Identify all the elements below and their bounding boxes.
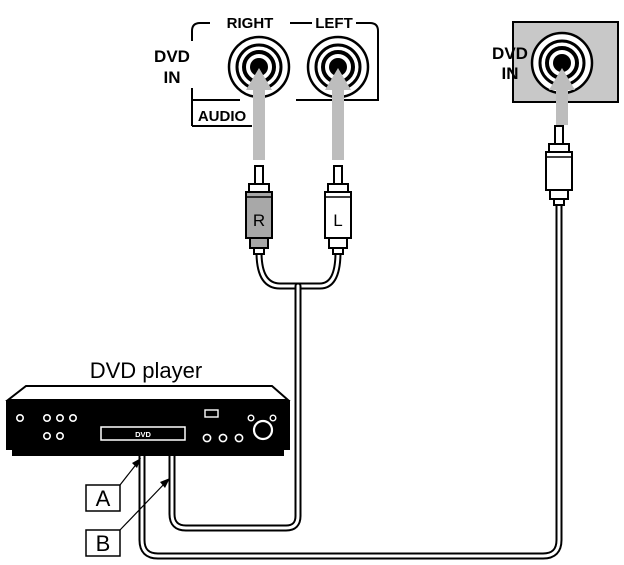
player-display-window: [204, 409, 219, 418]
video-cable: [138, 200, 563, 560]
left-channel-label: LEFT: [315, 15, 353, 32]
dvd-player: DVD: [5, 385, 291, 456]
disc-tray-logo: DVD: [135, 430, 151, 439]
insert-arrow-video: [549, 68, 575, 125]
audio-dvd-in-label-line2: IN: [164, 68, 181, 87]
right-audio-plug[interactable]: R: [245, 165, 273, 255]
left-plug-letter: L: [333, 211, 342, 230]
audio-cable: [168, 248, 342, 532]
callout-b-label: B: [96, 531, 111, 556]
right-plug-letter: R: [253, 211, 265, 230]
callout-b: B: [85, 478, 170, 557]
right-channel-label: RIGHT: [227, 15, 274, 32]
video-dvd-in-label-line1: DVD: [492, 44, 528, 63]
disc-tray: [100, 426, 186, 441]
video-plug[interactable]: [545, 125, 573, 206]
insert-arrow-left: [325, 68, 351, 160]
right-audio-jack[interactable]: [227, 35, 291, 99]
callout-a: A: [85, 458, 141, 512]
audio-dvd-in-label-line1: DVD: [154, 47, 190, 66]
player-right-buttons: [202, 414, 277, 443]
insert-arrow-right: [246, 68, 272, 160]
audio-section-label: AUDIO: [198, 108, 247, 125]
player-left-buttons: [15, 413, 78, 440]
video-dvd-in-label-line2: IN: [502, 64, 519, 83]
dvd-player-title: DVD player: [90, 358, 202, 383]
audio-input-panel: RIGHT LEFT DVD IN AUDIO: [154, 15, 379, 127]
left-audio-plug[interactable]: L: [324, 165, 352, 255]
callout-a-label: A: [96, 486, 111, 511]
jog-dial-icon: [252, 419, 274, 441]
